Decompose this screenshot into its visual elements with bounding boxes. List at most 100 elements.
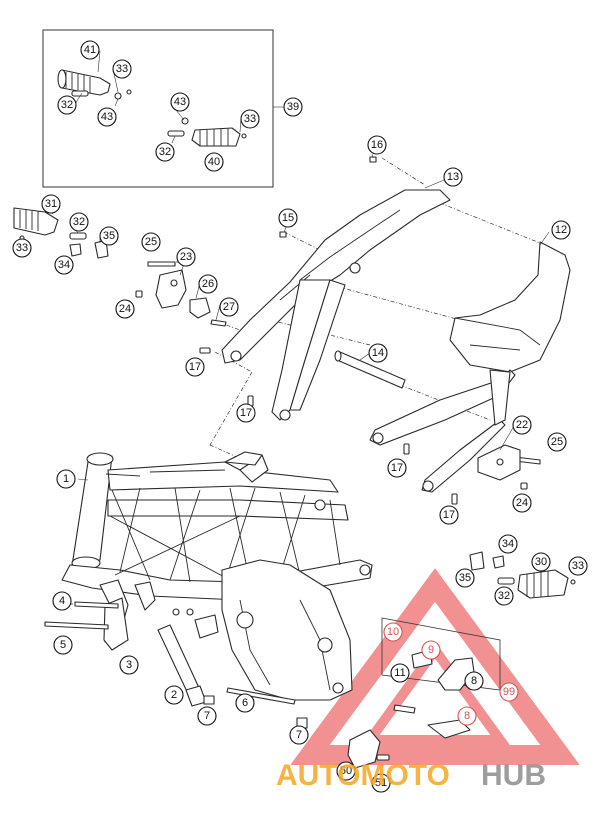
- svg-text:25: 25: [145, 236, 157, 248]
- callout-13[interactable]: 13: [443, 167, 463, 187]
- callout-27[interactable]: 27: [219, 297, 239, 317]
- callout-34b[interactable]: 34: [498, 534, 518, 554]
- watermark-word-hub: HUB: [481, 759, 546, 792]
- callout-24a[interactable]: 24: [115, 299, 135, 319]
- callout-3[interactable]: 3: [119, 655, 139, 675]
- callout-32a[interactable]: 32: [57, 95, 77, 115]
- callout-9[interactable]: 9: [421, 640, 441, 660]
- svg-text:22: 22: [516, 419, 528, 431]
- svg-text:5: 5: [60, 639, 66, 651]
- callout-25b[interactable]: 25: [547, 432, 567, 452]
- svg-text:27: 27: [223, 301, 235, 313]
- svg-text:33: 33: [116, 63, 128, 75]
- svg-text:34: 34: [58, 259, 70, 271]
- svg-text:31: 31: [45, 198, 57, 210]
- callout-7b[interactable]: 7: [289, 725, 309, 745]
- svg-text:23: 23: [180, 251, 192, 263]
- callout-17b[interactable]: 17: [236, 403, 256, 423]
- footpeg-bracket-left: [155, 269, 211, 319]
- callout-7a[interactable]: 7: [197, 706, 217, 726]
- svg-text:17: 17: [240, 407, 252, 419]
- svg-text:15: 15: [282, 212, 294, 224]
- callout-5[interactable]: 5: [53, 635, 73, 655]
- callout-16[interactable]: 16: [367, 135, 387, 155]
- callout-50[interactable]: 50: [336, 761, 356, 781]
- callout-1[interactable]: 1: [56, 469, 76, 489]
- svg-text:2: 2: [171, 689, 177, 701]
- svg-text:14: 14: [372, 347, 384, 359]
- svg-text:6: 6: [242, 697, 248, 709]
- callout-30[interactable]: 30: [531, 552, 551, 572]
- watermark-text: AUTOMOTO HUB: [276, 759, 546, 792]
- svg-text:41: 41: [84, 44, 96, 56]
- callout-12[interactable]: 12: [551, 220, 571, 240]
- svg-text:4: 4: [59, 595, 65, 607]
- svg-text:99: 99: [503, 686, 515, 698]
- callout-2[interactable]: 2: [164, 685, 184, 705]
- svg-text:33: 33: [572, 560, 584, 572]
- svg-text:8: 8: [464, 710, 470, 722]
- main-frame: [61, 451, 373, 707]
- callout-99[interactable]: 99: [499, 682, 519, 702]
- callout-32c[interactable]: 32: [69, 212, 89, 232]
- svg-text:10: 10: [387, 626, 399, 638]
- svg-text:32: 32: [61, 99, 73, 111]
- callout-14[interactable]: 14: [368, 343, 388, 363]
- callout-8b[interactable]: 8: [457, 706, 477, 726]
- svg-text:32: 32: [73, 216, 85, 228]
- callout-35a[interactable]: 35: [99, 226, 119, 246]
- svg-text:40: 40: [208, 156, 220, 168]
- svg-text:24: 24: [119, 303, 131, 315]
- sidestand-bracket-group: [347, 617, 501, 769]
- callout-43a[interactable]: 43: [97, 107, 117, 127]
- callout-8a[interactable]: 8: [464, 671, 484, 691]
- callout-6[interactable]: 6: [235, 693, 255, 713]
- callout-4[interactable]: 4: [52, 591, 72, 611]
- callout-33c[interactable]: 33: [12, 238, 32, 258]
- svg-text:8: 8: [471, 675, 477, 687]
- engine-bolts: [44, 601, 308, 729]
- svg-text:16: 16: [371, 139, 383, 151]
- svg-text:33: 33: [244, 113, 256, 125]
- callout-17c[interactable]: 17: [387, 458, 407, 478]
- callout-31[interactable]: 31: [41, 194, 61, 214]
- callout-23[interactable]: 23: [176, 247, 196, 267]
- callout-15[interactable]: 15: [278, 208, 298, 228]
- callout-34a[interactable]: 34: [54, 255, 74, 275]
- callout-51[interactable]: 51: [371, 773, 391, 793]
- svg-text:35: 35: [103, 230, 115, 242]
- svg-text:9: 9: [428, 644, 434, 656]
- callout-10[interactable]: 10: [383, 622, 403, 642]
- callout-11[interactable]: 11: [390, 663, 410, 683]
- svg-text:30: 30: [535, 556, 547, 568]
- svg-text:13: 13: [447, 171, 459, 183]
- svg-text:32: 32: [159, 146, 171, 158]
- svg-text:17: 17: [443, 509, 455, 521]
- callout-26[interactable]: 26: [198, 274, 218, 294]
- callout-40[interactable]: 40: [204, 152, 224, 172]
- callout-41[interactable]: 41: [80, 40, 100, 60]
- svg-text:17: 17: [189, 361, 201, 373]
- callout-39[interactable]: 39: [283, 97, 303, 117]
- callout-17d[interactable]: 17: [439, 505, 459, 525]
- callout-22[interactable]: 22: [512, 415, 532, 435]
- callout-43b[interactable]: 43: [170, 92, 190, 112]
- svg-text:51: 51: [375, 777, 387, 789]
- svg-text:7: 7: [204, 710, 210, 722]
- passenger-peg-left: [13, 207, 109, 259]
- callout-33d[interactable]: 33: [568, 556, 588, 576]
- callout-32d[interactable]: 32: [494, 586, 514, 606]
- callout-32b[interactable]: 32: [155, 142, 175, 162]
- svg-text:43: 43: [174, 96, 186, 108]
- callout-33b[interactable]: 33: [240, 109, 260, 129]
- svg-text:7: 7: [296, 729, 302, 741]
- svg-text:50: 50: [340, 765, 352, 777]
- callout-24b[interactable]: 24: [512, 493, 532, 513]
- svg-text:25: 25: [551, 436, 563, 448]
- callout-17a[interactable]: 17: [185, 357, 205, 377]
- callout-25a[interactable]: 25: [141, 232, 161, 252]
- callout-35b[interactable]: 35: [455, 568, 475, 588]
- leader-lines: [51, 50, 550, 481]
- callout-33a[interactable]: 33: [112, 59, 132, 79]
